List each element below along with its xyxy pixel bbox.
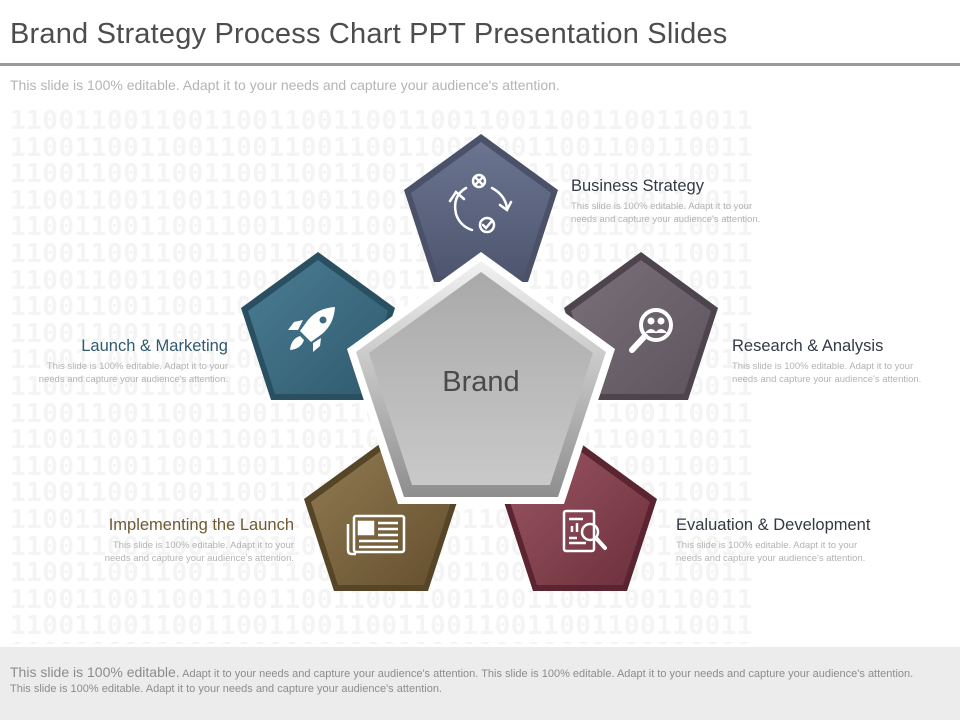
step-description: This slide is 100% editable. Adapt it to… [571,201,761,225]
step-label-research-analysis: Research & Analysis This slide is 100% e… [732,337,932,386]
step-title: Research & Analysis [732,337,884,355]
slide-subtitle: This slide is 100% editable. Adapt it to… [10,77,560,93]
newspaper-icon [346,514,406,556]
step-description: This slide is 100% editable. Adapt it to… [38,361,228,385]
center-brand-label: Brand [442,366,520,398]
step-description: This slide is 100% editable. Adapt it to… [104,540,294,564]
magnifier-people-icon [629,308,673,353]
step-title: Implementing the Launch [108,516,294,534]
report-magnifier-icon [562,509,607,553]
slide-title: Brand Strategy Process Chart PPT Present… [10,18,728,50]
footer-note: This slide is 100% editable. Adapt it to… [0,647,960,720]
decision-arrows-icon [448,173,513,234]
step-label-business-strategy: Business Strategy This slide is 100% edi… [571,177,771,226]
center-pentagon [347,252,615,504]
step-title: Evaluation & Development [676,516,871,534]
footer-body: Adapt it to your needs and capture your … [10,668,914,695]
step-title: Business Strategy [571,177,704,195]
step-label-launch-marketing: Launch & Marketing This slide is 100% ed… [28,337,228,386]
step-description: This slide is 100% editable. Adapt it to… [732,361,922,385]
step-title: Launch & Marketing [81,337,228,355]
step-label-implementing-launch: Implementing the Launch This slide is 10… [94,516,294,565]
rocket-icon [288,307,335,352]
footer-lead: This slide is 100% editable. [10,664,180,680]
step-label-evaluation-development: Evaluation & Development This slide is 1… [676,516,876,565]
footer-text: This slide is 100% editable. Adapt it to… [10,665,915,697]
title-divider [0,63,960,66]
step-description: This slide is 100% editable. Adapt it to… [676,540,866,564]
step-pentagon-business-strategy [404,134,558,282]
